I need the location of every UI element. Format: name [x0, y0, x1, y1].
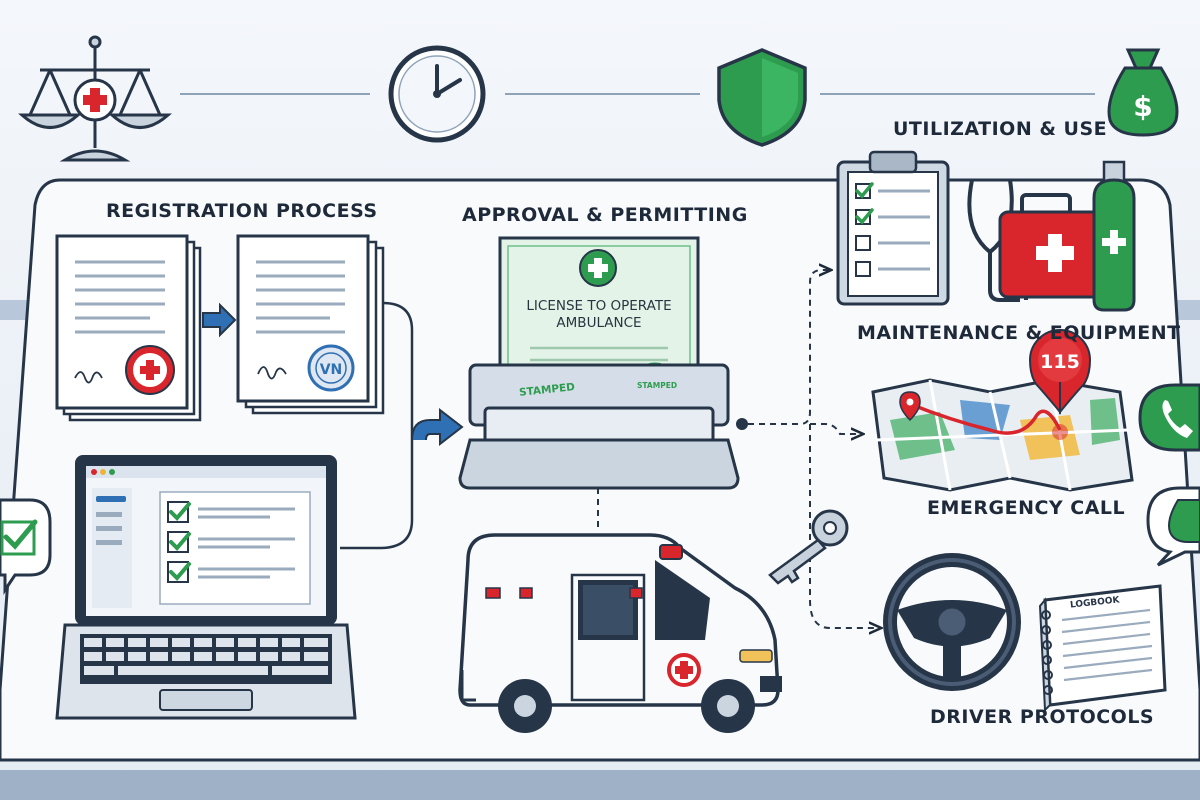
driver-protocols-label: DRIVER PROTOCOLS	[930, 706, 1155, 728]
registration-process-label: REGISTRATION PROCESS	[106, 200, 378, 222]
document-stack-red-seal	[55, 234, 202, 422]
checkmark-chat-icon	[0, 498, 52, 595]
arrow-into-printer-icon	[411, 407, 464, 447]
clipboard-checklist-icon	[836, 150, 950, 306]
emergency-number-pin: 115	[1028, 329, 1092, 415]
seal-letters: VN	[320, 362, 343, 378]
license-title-line1: LICENSE TO OPERATE	[526, 298, 672, 314]
license-title-line2: AMBULANCE	[556, 315, 642, 331]
approval-permitting-label: APPROVAL & PERMITTING	[462, 204, 748, 226]
arrow-right-icon	[202, 302, 237, 338]
phone-chat-icon	[1138, 383, 1200, 452]
steering-wheel-icon	[883, 553, 1021, 691]
connector-line	[340, 301, 414, 550]
maintenance-equipment-label: MAINTENANCE & EQUIPMENT	[857, 322, 1181, 344]
license-title: LICENSE TO OPERATE AMBULANCE	[505, 298, 693, 332]
emergency-number: 115	[1040, 351, 1080, 373]
first-aid-kit-icon	[998, 193, 1112, 299]
money-bag-icon: $	[1107, 48, 1179, 137]
emergency-call-label: EMERGENCY CALL	[927, 497, 1126, 519]
printer-icon	[458, 363, 748, 490]
money-chat-icon	[1146, 486, 1200, 567]
logbook-icon	[1038, 584, 1167, 713]
dollar-symbol: $	[1133, 90, 1152, 123]
key-icon	[768, 509, 849, 585]
oxygen-tank-icon	[1092, 160, 1136, 312]
utilization-use-label: UTILIZATION & USE	[893, 118, 1108, 140]
shield-icon	[717, 48, 807, 147]
dashed-connectors	[597, 270, 880, 628]
justice-scales-icon	[18, 35, 172, 162]
ambulance-icon	[458, 533, 782, 733]
clock-icon	[388, 45, 486, 143]
stamp-right-text: STAMPED	[637, 381, 678, 390]
laptop-icon	[55, 455, 357, 720]
document-stack-vn-seal: VN	[236, 234, 385, 415]
map-icon	[871, 378, 1134, 492]
